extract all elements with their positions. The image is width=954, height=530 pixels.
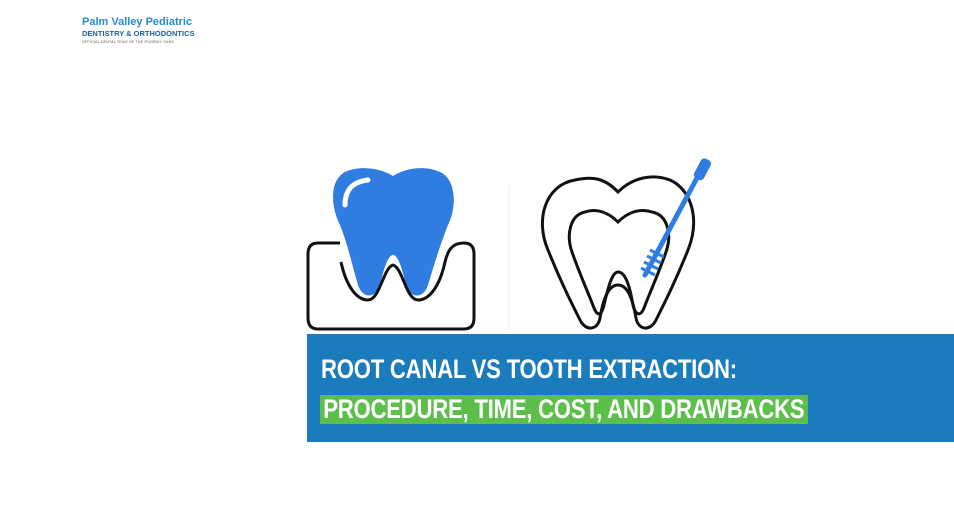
- title-banner: ROOT CANAL VS TOOTH EXTRACTION: PROCEDUR…: [307, 334, 954, 442]
- title-line-2: PROCEDURE, TIME, COST, AND DRAWBACKS: [323, 394, 805, 424]
- logo-name: Palm Valley Pediatric: [82, 16, 193, 28]
- logo: Palm Valley Pediatric DENTISTRY & ORTHOD…: [82, 16, 197, 44]
- root-canal-icon: [540, 158, 712, 330]
- title-line-2-highlight: PROCEDURE, TIME, COST, AND DRAWBACKS: [320, 395, 808, 424]
- logo-tagline: OFFICIAL DENTAL TEAM OF THE PHOENIX SUNS: [82, 40, 174, 44]
- title-line-1: ROOT CANAL VS TOOTH EXTRACTION:: [321, 354, 737, 384]
- logo-subtitle: DENTISTRY & ORTHODONTICS: [82, 29, 195, 38]
- tooth-extraction-icon: [306, 168, 476, 331]
